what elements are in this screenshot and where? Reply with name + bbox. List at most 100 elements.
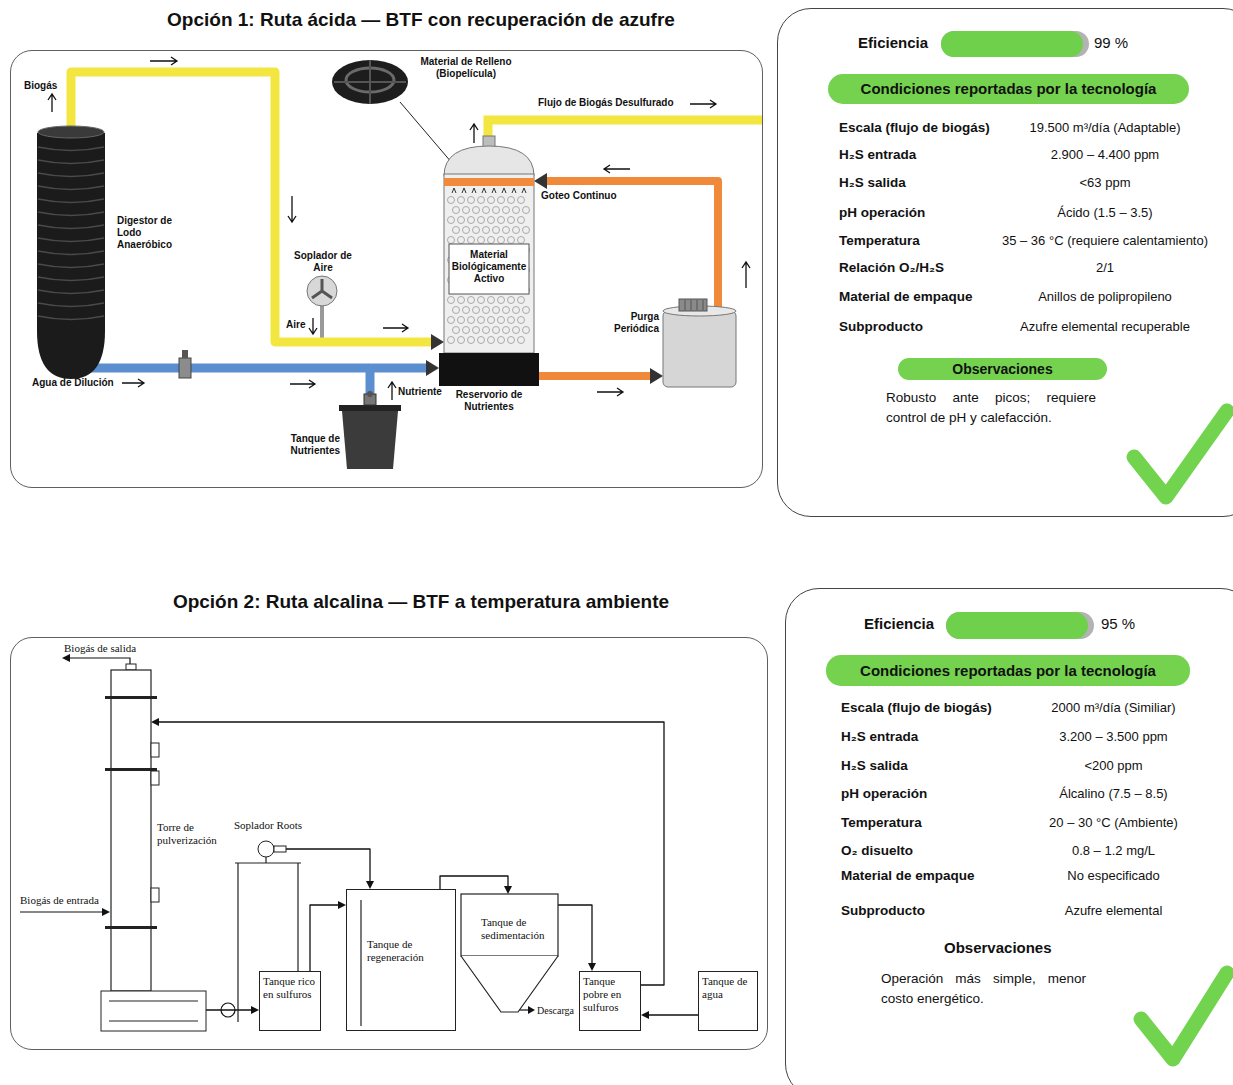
node-label: Tanque de Nutrientes	[286, 433, 340, 457]
packing-ring-ribs	[334, 60, 406, 104]
blower-blades	[312, 279, 332, 298]
tower-base	[101, 991, 206, 1031]
digester-body	[37, 127, 105, 379]
spec-label: Subproducto	[839, 318, 923, 335]
packing-ring	[478, 317, 485, 324]
packing-ring	[498, 317, 505, 324]
node-label: Reservorio de Nutrientes	[439, 389, 539, 413]
node-label: Tanque de sedimentación	[481, 916, 555, 942]
spec-value: Álcalino (7.5 – 8.5)	[1001, 785, 1226, 802]
packing-ring	[518, 197, 525, 204]
packing-ring	[508, 217, 515, 224]
spec-value: Ácido (1.5 – 3.5)	[985, 204, 1225, 221]
packing-ring	[448, 297, 455, 304]
packing-ring	[453, 307, 460, 314]
spec-label: H₂S salida	[839, 174, 906, 191]
packing-ring	[523, 207, 530, 214]
node-label: Tanque de agua	[702, 975, 754, 1001]
flow-line	[440, 876, 508, 889]
spec-value: 3.200 – 3.500 ppm	[1001, 728, 1226, 745]
settler-cone	[461, 956, 558, 1012]
packing-ring	[518, 237, 525, 244]
spec-value: Azufre elemental recuperable	[985, 318, 1225, 335]
spec-value: 2.900 – 4.400 ppm	[985, 146, 1225, 163]
flow-arrow	[290, 380, 315, 388]
arrow-head	[528, 1006, 535, 1014]
packing-ring	[498, 237, 505, 244]
efficiency-bar-track	[941, 31, 1089, 57]
packing-ring	[458, 217, 465, 224]
gas-inlet-line	[20, 911, 102, 912]
flow-arrow	[690, 100, 716, 108]
packing-ring	[478, 197, 485, 204]
packing-ring	[483, 227, 490, 234]
baffle	[360, 900, 361, 1026]
tank: Tanque de agua	[698, 971, 758, 1031]
stream-label: Nutriente	[398, 386, 442, 398]
packing-ring	[483, 327, 490, 334]
flow-arrow	[388, 382, 396, 400]
check-mark	[1141, 973, 1227, 1059]
packing-ring	[518, 337, 525, 344]
nutrient-tank: Tanque de Nutrientes	[286, 391, 401, 471]
gas-outlet-line	[70, 658, 130, 664]
diagram-panel: Opción 2: Ruta alcalina — BTF a temperat…	[10, 637, 768, 1050]
packing-ring	[473, 327, 480, 334]
nutrient-tank-shape	[286, 391, 401, 471]
spec-label: H₂S salida	[841, 757, 908, 774]
spec-label: Escala (flujo de biogás)	[841, 699, 992, 716]
packing-ring	[473, 307, 480, 314]
purge-tank-shape	[601, 299, 741, 391]
stream-label: Flujo de Biogás Desulfurado	[538, 97, 674, 109]
spray-tower: Torre de pulverización	[101, 656, 226, 1034]
flow-line	[649, 1014, 698, 1015]
digester: Digestor de Lodo Anaeróbico	[35, 119, 190, 381]
packing-ring	[453, 327, 460, 334]
stream-label: Biogás de entrada	[20, 894, 99, 907]
spec-value: 35 – 36 °C (requiere calentamiento)	[985, 232, 1225, 249]
spec-label: H₂S entrada	[839, 146, 916, 163]
node-label: Torre de pulverización	[157, 821, 223, 847]
digester-rib	[38, 173, 104, 177]
packing-ring	[488, 217, 495, 224]
roots-blower	[258, 841, 274, 857]
tank-body	[342, 411, 398, 469]
spec-value: <63 ppm	[985, 174, 1225, 191]
spec-label: Material de empaque	[841, 867, 975, 884]
packing-ring	[488, 317, 495, 324]
flange	[105, 768, 157, 771]
digester-rib	[38, 160, 104, 164]
drip-spray	[472, 188, 476, 193]
part-label: Soplador de Aire	[293, 250, 353, 274]
spec-label: H₂S entrada	[841, 728, 918, 745]
spec-label: Escala (flujo de biogás)	[839, 119, 990, 136]
digester-rib	[38, 303, 104, 307]
drip-spray	[492, 188, 496, 193]
packing-ring	[453, 207, 460, 214]
packing-ring	[513, 327, 520, 334]
spec-label: Temperatura	[839, 232, 920, 249]
digester-rib	[38, 290, 104, 294]
packing-ring	[448, 317, 455, 324]
flow-arrow	[470, 124, 478, 143]
packing-ring	[483, 207, 490, 214]
packing-ring	[332, 60, 408, 104]
valve-handle	[182, 350, 188, 358]
panel-heading: Opción 1: Ruta ácida — BTF con recuperac…	[81, 8, 761, 31]
packing-ring	[518, 217, 525, 224]
node-label: Digestor de Lodo Anaeróbico	[117, 215, 177, 251]
node-label: Tanque pobre en sulfuros	[583, 975, 637, 1014]
spec-value: 20 – 30 °C (Ambiente)	[1001, 814, 1226, 831]
drip-band	[444, 178, 534, 186]
arrow-head	[62, 654, 70, 662]
flow-arrow	[383, 324, 408, 332]
info-card: Eficiencia95 %Escala (flujo de biogás)20…	[785, 588, 1233, 1085]
drip-spray	[522, 188, 526, 193]
nutrient-reservoir: Reservorio de Nutrientes	[439, 353, 539, 413]
flange	[105, 696, 157, 699]
packing-ring	[463, 207, 470, 214]
drip-spray	[512, 188, 516, 193]
packing-ring	[493, 307, 500, 314]
biotrickling-tower: Material Biológicamente Activo	[439, 136, 539, 353]
tower-body	[444, 174, 534, 353]
